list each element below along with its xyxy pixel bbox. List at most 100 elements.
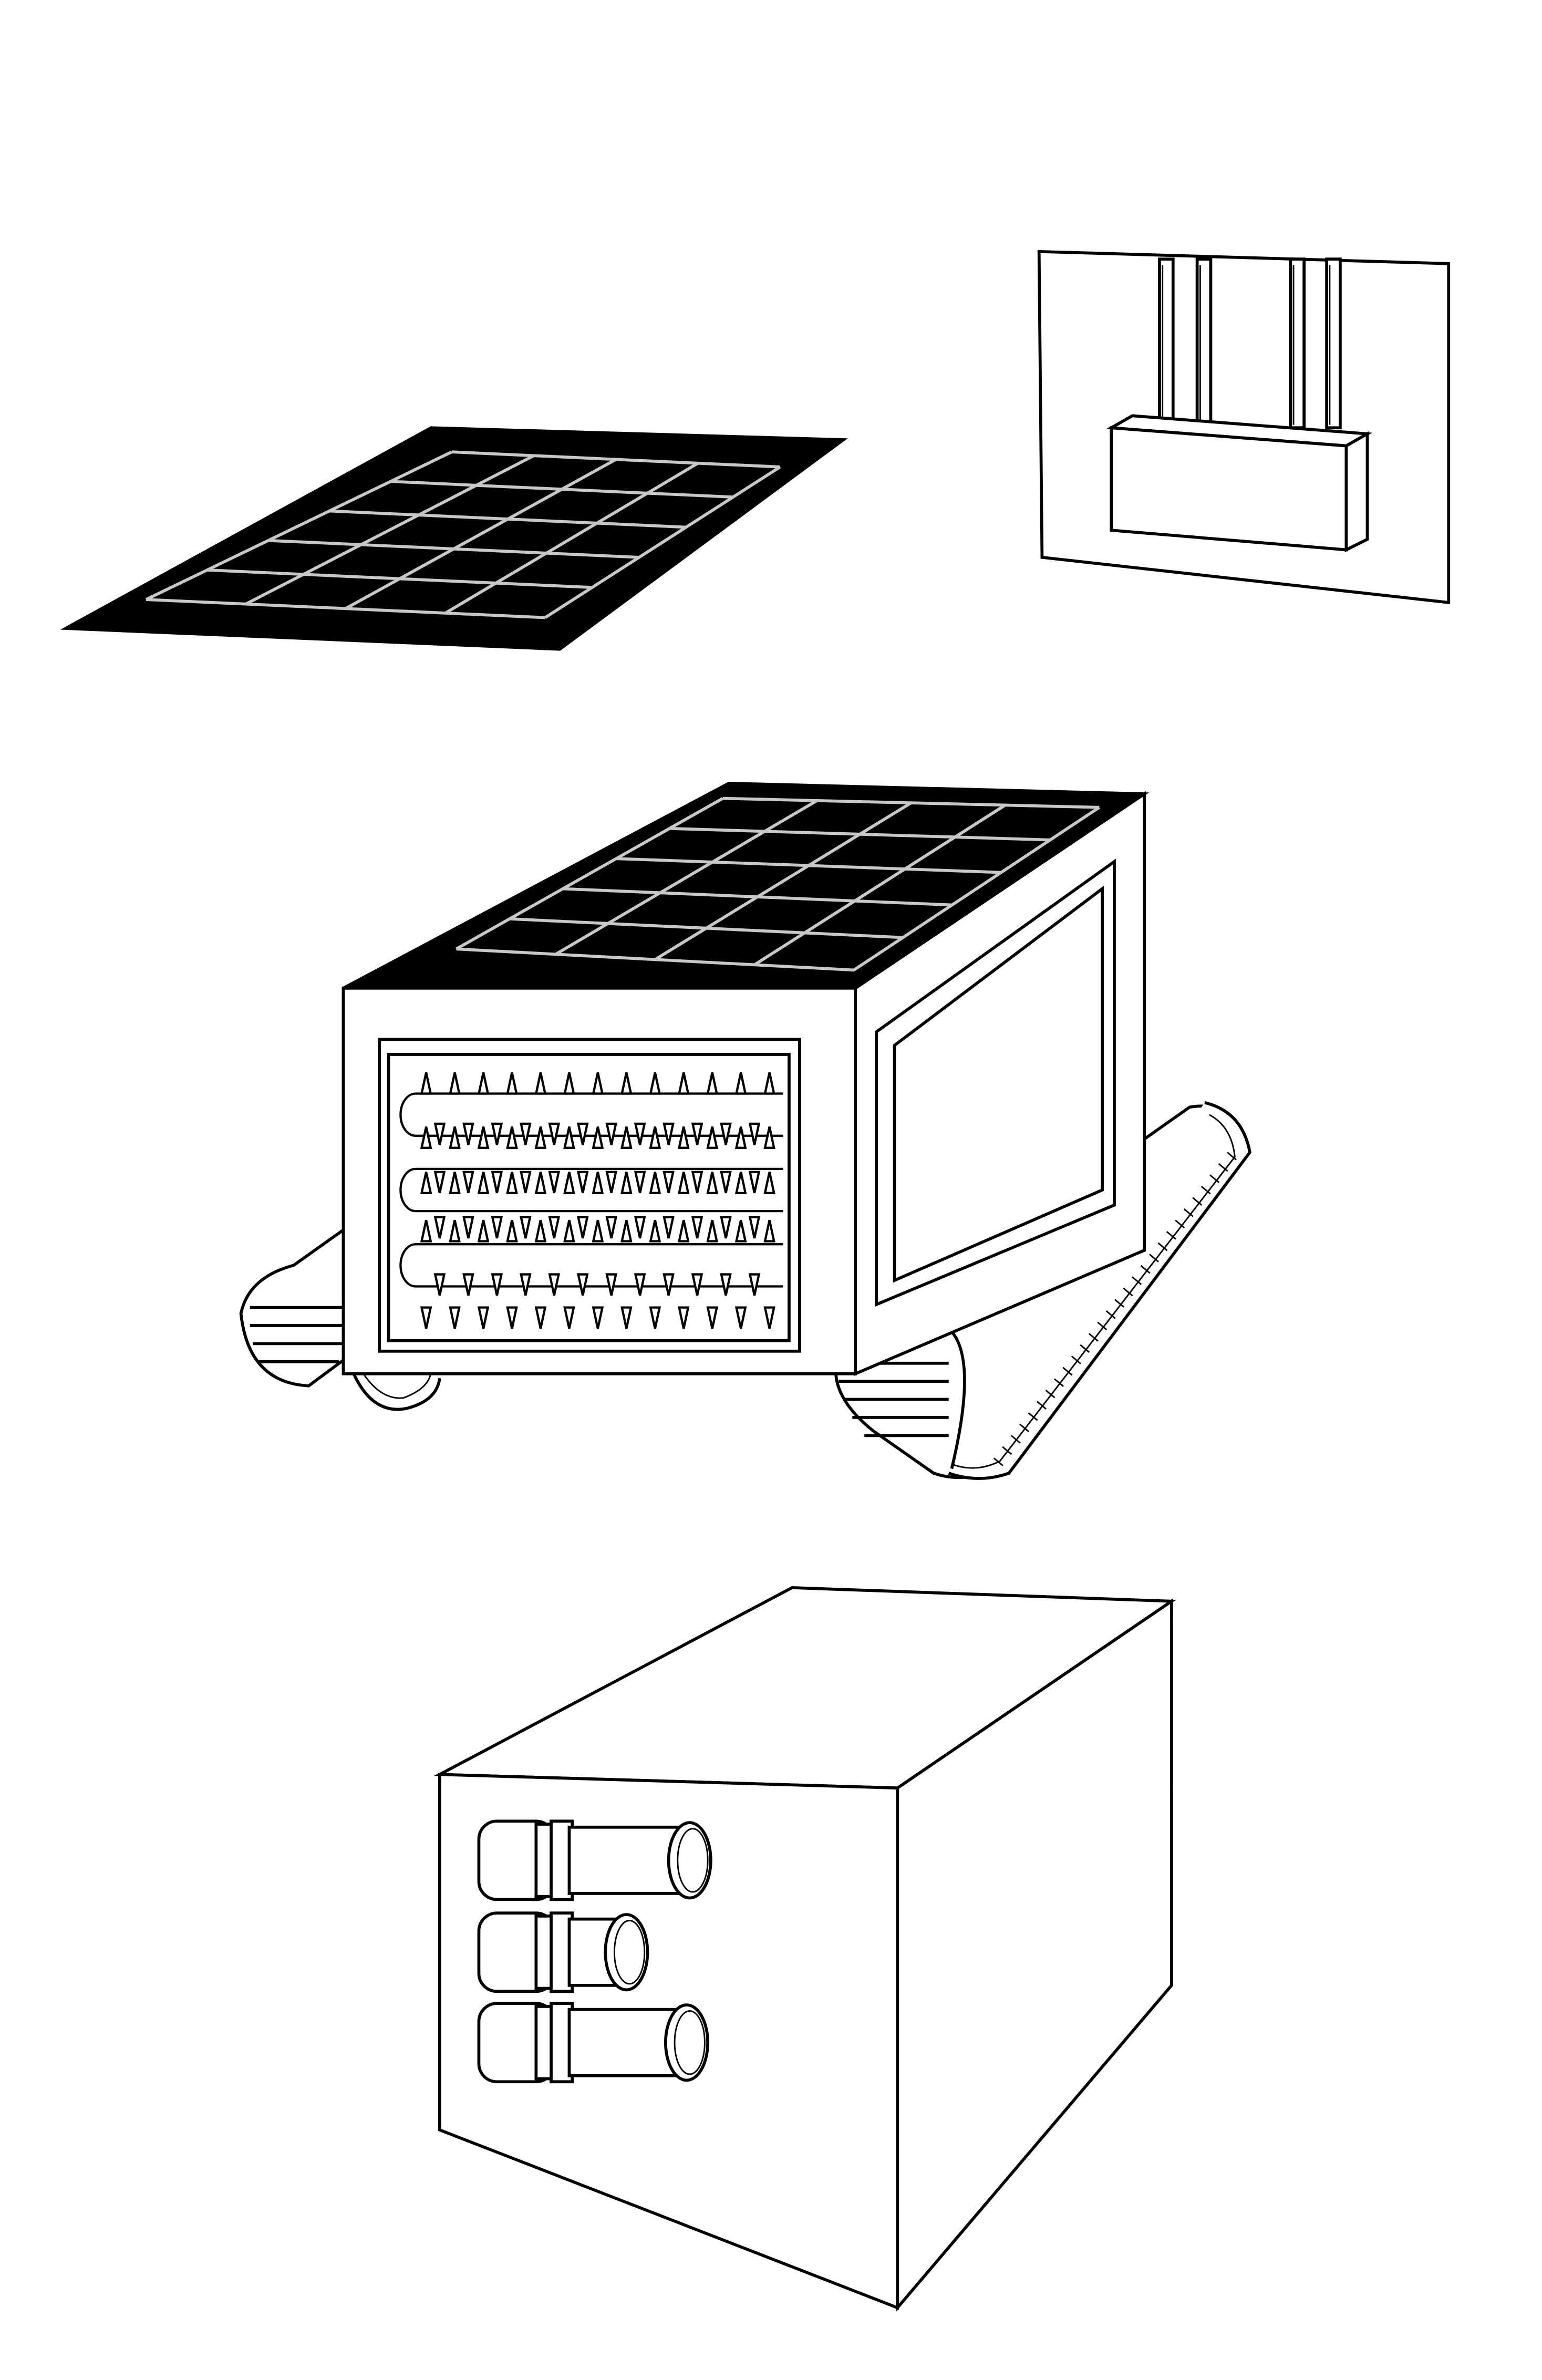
brush-spike [663,1122,675,1145]
brush-spike [691,1273,703,1296]
brush-spike [620,1306,633,1329]
panel-grid-row-line [146,598,545,619]
brush-spike [477,1306,490,1329]
tread-line [1123,1287,1133,1297]
tracked-vehicle [239,782,1252,1480]
panel-grid-row-line [390,480,733,499]
brush-spike [720,1122,732,1145]
tread-line [1192,1197,1203,1206]
panel-grid-col-line [345,458,617,610]
brush-spike [420,1219,432,1243]
brush-spike [649,1306,661,1329]
brush-spike [576,1216,589,1239]
brush-spike [649,1126,661,1149]
brush-spike [462,1171,474,1194]
tread-line [1166,1231,1176,1240]
tread-line [1218,1163,1228,1172]
brush-spike [592,1126,604,1149]
brush-spike [534,1306,547,1329]
tread-line [1028,1412,1038,1421]
brush-spike [691,1216,703,1239]
tread-line [1140,1265,1151,1274]
brush-spike [678,1072,690,1095]
brush-spike [706,1172,718,1194]
brush-spike [605,1273,617,1296]
solar-panel-grid [145,450,781,619]
brush-spike [592,1072,604,1095]
tread-line [1071,1355,1081,1364]
panel-grid-row-line [268,539,639,559]
brush-spike [720,1273,732,1296]
brush-spike [462,1273,474,1296]
brush-spike [734,1219,747,1243]
tread-line [1002,1446,1012,1455]
brush-spike [449,1072,461,1095]
brush-spike [592,1172,604,1194]
brush-spike [763,1172,775,1194]
tread-line [1132,1276,1142,1285]
roof-grid-row-line [669,827,1050,842]
brush-spike [706,1072,718,1095]
brush-spike [548,1122,561,1145]
brush-spike [563,1126,575,1149]
brush-spike [576,1122,589,1145]
battery-cell [477,1911,649,1993]
brush-spike [491,1122,503,1145]
brush-spike [649,1172,661,1194]
panel-grid-row-line [451,450,780,469]
brush-spike [691,1171,703,1194]
roof-grid-row-line [456,947,854,972]
roof-grid-row-line [722,796,1100,809]
brush-spike [420,1306,432,1329]
brush-spike [663,1171,675,1194]
brush-spike [534,1219,547,1243]
brush-spike [734,1126,747,1149]
panel-grid-col-line [544,465,781,619]
brush-spike [420,1072,432,1095]
brush-spike [605,1171,617,1194]
brush-spike [649,1072,661,1095]
brush-spike [449,1126,461,1149]
brush-spike [506,1072,518,1095]
brush-spike [706,1126,718,1149]
brush-spike [563,1219,575,1243]
solar-panel [60,426,848,651]
brush-spike [433,1122,446,1145]
brush-spike [678,1126,690,1149]
brush-spike [462,1216,474,1239]
brush-spike [605,1216,617,1239]
brush-spike [491,1216,503,1239]
brush-spike [534,1072,547,1095]
panel-grid-col-line [145,450,453,601]
tread-line [1097,1321,1108,1331]
brush-spike [477,1126,490,1149]
brush-spike [433,1273,446,1296]
tread-line [1080,1344,1090,1353]
spiked-brush [399,1072,783,1329]
brush-spike [678,1219,690,1243]
solar-panel-base [60,426,848,651]
brush-spike [491,1273,503,1296]
brush-spike [620,1126,633,1149]
tread-line [1148,1254,1159,1263]
brush-spike [663,1273,675,1296]
brush-spike [634,1216,646,1239]
sensor-block [1106,414,1373,553]
battery-box [434,1586,1176,2312]
brush-spike [634,1273,646,1296]
brush-spike [734,1072,747,1095]
brush-spike [462,1122,474,1145]
roof-grid-col-line [555,799,818,956]
tread-line [1201,1185,1211,1195]
brush-spike [563,1072,575,1095]
tread-line [1157,1242,1168,1251]
vehicle-side-panel-inner [893,885,1104,1283]
battery-cell [477,1819,712,1901]
brush-spike [720,1216,732,1239]
brush-spike [592,1219,604,1243]
panel-grid-col-line [444,462,699,615]
brush-spike [734,1172,747,1194]
brush-spike [491,1171,503,1194]
brush-spike [691,1122,703,1145]
tread-line [1010,1435,1021,1444]
